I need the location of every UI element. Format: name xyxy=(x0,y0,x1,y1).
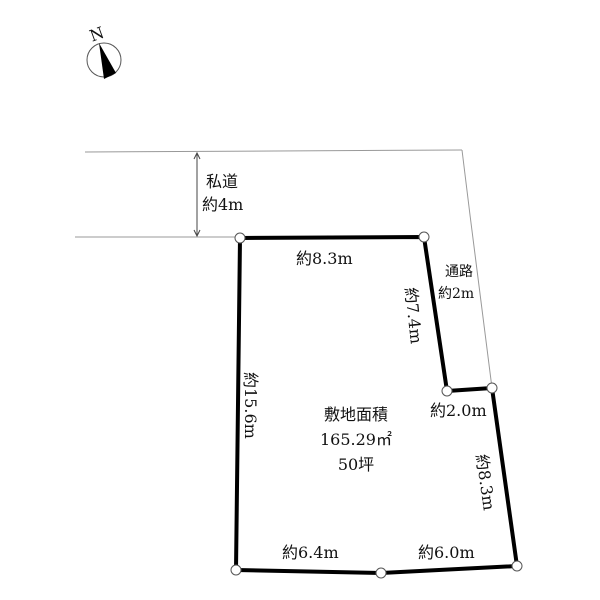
passage-name: 通路 xyxy=(445,264,473,280)
edge-right-upper: 約7.4m xyxy=(401,286,426,344)
area-sqm: 165.29㎡ xyxy=(320,430,392,449)
north-arrow-icon: N xyxy=(86,23,122,79)
edge-bottom-right: 約6.0m xyxy=(418,543,475,562)
area-tsubo: 50坪 xyxy=(338,455,374,474)
boundary-markers xyxy=(230,231,523,579)
area-title: 敷地面積 xyxy=(324,405,388,424)
lot-boundary xyxy=(234,235,519,575)
passage-width: 約2m xyxy=(438,286,474,302)
road-width-dimension xyxy=(193,151,201,238)
edge-bottom-left: 約6.4m xyxy=(282,543,339,562)
private-road-name: 私道 xyxy=(206,172,238,191)
north-label: N xyxy=(87,23,107,46)
edge-left: 約15.6m xyxy=(241,372,260,439)
edge-top: 約8.3m xyxy=(296,249,353,268)
road-lines xyxy=(75,149,493,389)
edge-right-lower: 約8.3m xyxy=(472,453,499,512)
private-road-width: 約4m xyxy=(202,195,243,214)
edge-step: 約2.0m xyxy=(430,401,487,420)
